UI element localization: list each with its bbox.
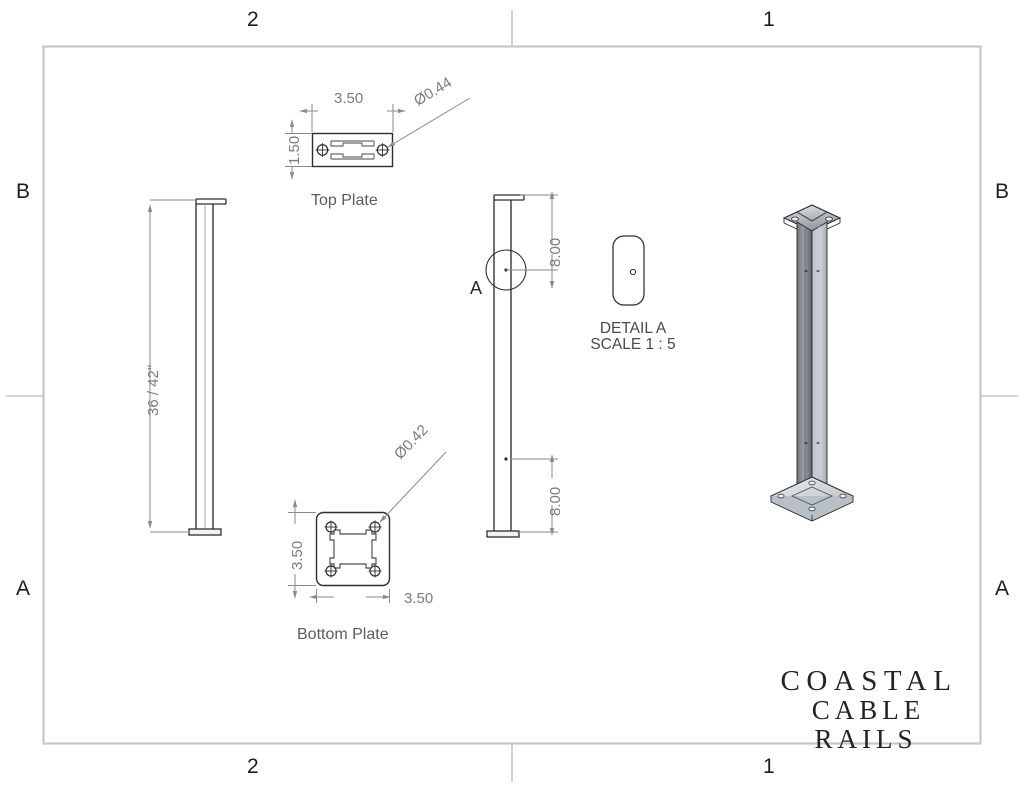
view-top-plate [285, 97, 471, 180]
view-side-elevation [147, 198, 227, 536]
dimension-top-8 [520, 191, 558, 289]
zone-label-top-1: 1 [763, 8, 775, 31]
zone-label-bottom-1: 1 [763, 755, 775, 778]
view-bottom-plate [288, 451, 447, 603]
detail-a-title: DETAIL A [599, 320, 667, 337]
view-detail-a [612, 235, 645, 306]
view-title-top-plate: Top Plate [311, 192, 378, 209]
bottom-plate-hole-tl [324, 520, 338, 534]
view-title-bottom-plate: Bottom Plate [297, 626, 389, 643]
zone-label-left-b: B [16, 180, 31, 203]
top-plate-hole-right [375, 143, 390, 157]
company-logo: COASTAL CABLE RAILS [756, 666, 976, 753]
zone-label-left-a: A [16, 577, 31, 600]
sheet-border [42, 45, 982, 745]
dimension-bottom-plate-width [309, 589, 391, 603]
dimension-bottom-plate-height [288, 499, 316, 599]
detail-a-scale: SCALE 1 : 5 [590, 336, 676, 353]
zone-label-right-a: A [995, 577, 1010, 600]
zone-label-bottom-2: 2 [247, 755, 259, 778]
dim-front-bottom-8: 8.00 [547, 486, 564, 516]
dim-top-plate-height: 1.50 [286, 135, 303, 165]
front-elevation-lower-hole [504, 457, 508, 461]
logo-line-2: CABLE RAILS [811, 695, 926, 754]
iso-post-shaft [796, 221, 828, 502]
bottom-plate-hole-tr [368, 520, 382, 534]
detail-marker-a: A [470, 278, 483, 298]
zone-label-right-b: B [995, 180, 1010, 203]
view-isometric-post [769, 204, 855, 522]
iso-base-plate [769, 476, 855, 522]
dim-post-height: 36 / 42" [145, 364, 162, 416]
top-plate-hole-left [315, 143, 330, 157]
dimension-top-plate-width [299, 104, 406, 132]
dim-bottom-plate-width: 3.50 [404, 590, 434, 607]
dim-bottom-plate-height: 3.50 [289, 540, 306, 570]
logo-line-1: COASTAL [780, 665, 958, 697]
zone-tick-marks [6, 10, 1018, 782]
dim-front-top-8: 8.00 [547, 237, 564, 267]
bottom-plate-hole-br [368, 564, 382, 578]
dimension-post-height [147, 199, 196, 533]
bottom-plate-hole-bl [324, 564, 338, 578]
leader-top-plate-hole [387, 97, 471, 148]
dimension-bottom-8 [510, 454, 558, 536]
view-front-elevation [485, 191, 558, 538]
dim-top-plate-width: 3.50 [334, 90, 364, 107]
leader-bottom-plate-hole [379, 451, 447, 523]
dimension-top-plate-height [285, 119, 312, 180]
zone-label-top-2: 2 [247, 8, 259, 31]
